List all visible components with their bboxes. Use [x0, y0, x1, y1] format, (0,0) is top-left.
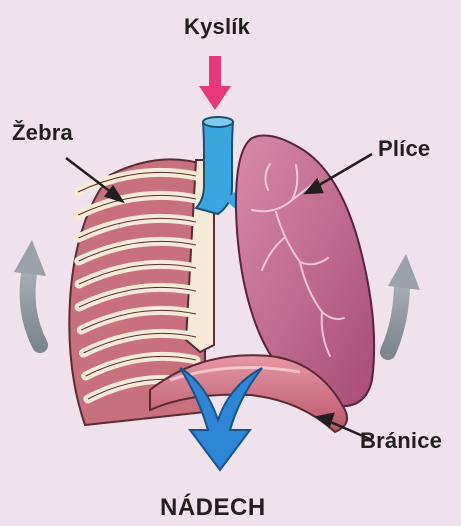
ribs-label: Žebra — [12, 120, 73, 146]
oxygen-label: Kyslík — [184, 14, 250, 40]
oxygen-arrow — [199, 56, 231, 110]
diaphragm-label: Bránice — [360, 428, 442, 454]
rib-motion-arrow-right — [388, 254, 420, 352]
lungs-label: Plíce — [378, 136, 430, 162]
rib-motion-arrow-left — [14, 240, 46, 345]
page-title: NÁDECH — [160, 494, 266, 522]
